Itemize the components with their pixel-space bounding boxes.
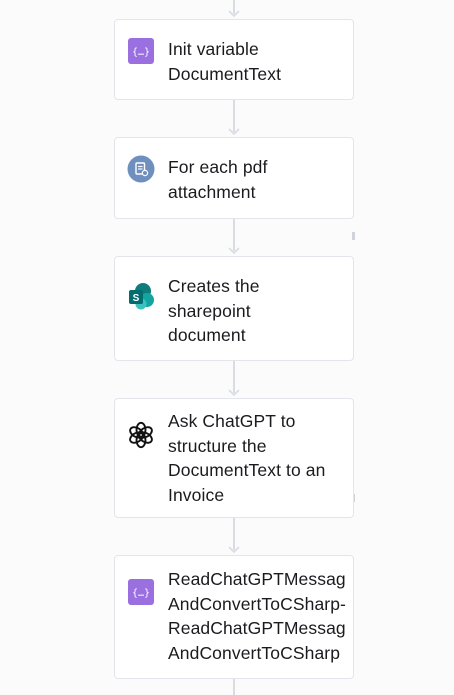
flow-step-init-variable[interactable]: {…} Init variable DocumentText xyxy=(114,19,354,100)
arrow-head xyxy=(228,247,240,255)
arrow-head xyxy=(228,10,240,18)
step-label: Creates the sharepoint document xyxy=(168,276,260,345)
step-label: Ask ChatGPT to structure the DocumentTex… xyxy=(168,411,326,505)
variable-icon: {…} xyxy=(127,37,155,65)
svg-text:S: S xyxy=(133,293,140,304)
svg-text:{…}: {…} xyxy=(132,588,150,599)
connector-line xyxy=(233,0,235,14)
flow-step-read-chatgpt-message[interactable]: {…} ReadChatGPTMessag AndConvertToCSharp… xyxy=(114,555,354,679)
step-label: ReadChatGPTMessag AndConvertToCSharp- Re… xyxy=(168,569,346,663)
connector-line xyxy=(233,218,235,251)
flow-step-ask-chatgpt[interactable]: Ask ChatGPT to structure the DocumentTex… xyxy=(114,398,354,518)
step-label: Init variable DocumentText xyxy=(168,39,282,84)
arrow-head xyxy=(228,546,240,554)
connector-line xyxy=(233,99,235,132)
connector-line xyxy=(233,678,235,695)
svg-text:{…}: {…} xyxy=(132,47,150,58)
loop-document-icon xyxy=(127,155,155,183)
step-label: For each pdf attachment xyxy=(168,157,268,202)
connector-line xyxy=(233,360,235,393)
arrow-head xyxy=(228,128,240,136)
variable-icon: {…} xyxy=(127,578,155,606)
flow-step-for-each[interactable]: For each pdf attachment xyxy=(114,137,354,219)
sharepoint-icon: S xyxy=(127,282,155,310)
openai-icon xyxy=(127,421,155,449)
flow-step-create-sharepoint[interactable]: S Creates the sharepoint document xyxy=(114,256,354,361)
arrow-head xyxy=(228,389,240,397)
connector-line xyxy=(233,517,235,550)
side-connector-stub xyxy=(352,232,355,240)
